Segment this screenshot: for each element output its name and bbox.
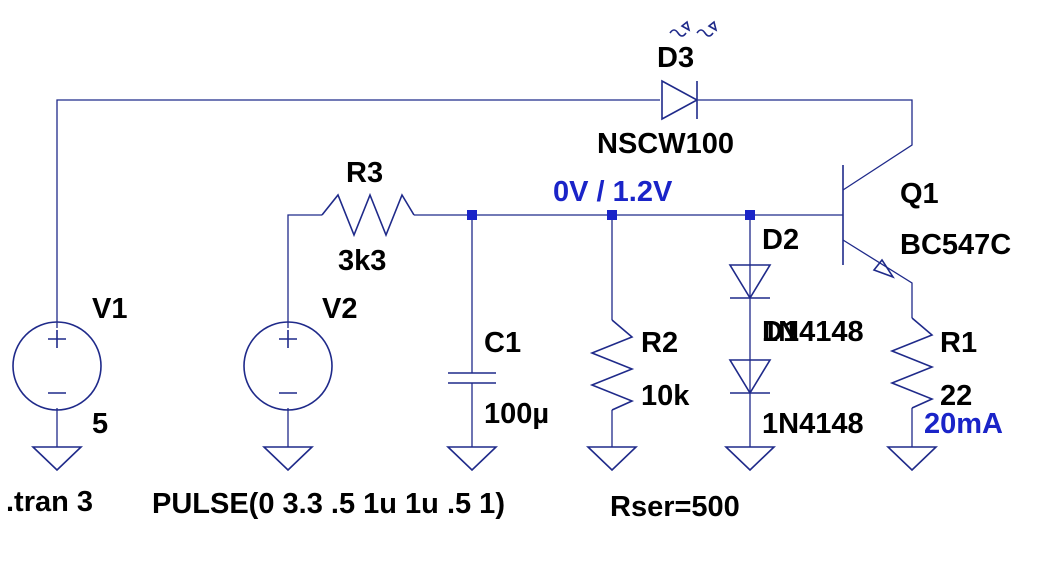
collector-current-label: 20mA <box>924 408 1003 440</box>
d1-value-label: 1N4148 <box>762 408 864 440</box>
source-symbol-icon <box>243 321 333 411</box>
d3-value-label: NSCW100 <box>597 128 734 160</box>
resistor-r2[interactable] <box>589 319 635 411</box>
r1-value-label: 22 <box>940 380 972 412</box>
d1-ref-label: D1 <box>762 316 799 348</box>
wire-v2-to-r3 <box>287 214 322 328</box>
v1-value-label: 5 <box>92 408 108 440</box>
wires <box>56 99 913 447</box>
light-emission-icon <box>669 20 691 37</box>
junction-dot <box>467 210 477 220</box>
voltage-source-v2[interactable] <box>243 321 333 411</box>
ground-icon <box>886 446 938 472</box>
simulation-annotations: 0V / 1.2V 20mA <box>553 176 1003 440</box>
resistor-r1[interactable] <box>889 317 935 409</box>
d3-ref-label: D3 <box>657 42 694 74</box>
v1-ref-label: V1 <box>92 293 127 325</box>
base-node-voltage-label: 0V / 1.2V <box>553 176 673 208</box>
source-symbol-icon <box>12 321 102 411</box>
ground-icon <box>586 446 638 472</box>
component-labels: V1 5 V2 PULSE(0 3.3 .5 1u 1u .5 1) R3 3k… <box>6 42 1011 523</box>
resistor-r3[interactable] <box>321 192 415 238</box>
led-symbol-icon <box>661 79 699 121</box>
junction-dot <box>607 210 617 220</box>
junction-dots <box>467 210 755 220</box>
diode-d2[interactable] <box>728 264 772 300</box>
ground-icon <box>262 446 314 472</box>
voltage-source-v1[interactable] <box>12 321 102 411</box>
wire-emitter-to-r1 <box>842 239 913 318</box>
ground-symbols <box>31 446 938 472</box>
v2-ref-label: V2 <box>322 293 357 325</box>
ground-icon <box>31 446 83 472</box>
r2-value-label: 10k <box>641 380 690 412</box>
r2-ref-label: R2 <box>641 327 678 359</box>
v2-value-label: PULSE(0 3.3 .5 1u 1u .5 1) <box>152 488 505 520</box>
resistor-symbol-icon <box>589 319 635 411</box>
transistor-q1[interactable] <box>842 165 895 279</box>
resistor-symbol-icon <box>321 192 415 238</box>
light-emission-icon <box>696 20 718 37</box>
d2-value-label: 1N4148 <box>762 316 864 348</box>
wire-v1-to-d3 <box>56 99 660 328</box>
resistor-symbol-icon <box>889 317 935 409</box>
diode-symbol-icon <box>728 359 772 395</box>
r1-ref-label: R1 <box>940 327 977 359</box>
d2-ref-label: D2 <box>762 224 799 256</box>
capacitor-c1[interactable] <box>448 372 496 384</box>
c1-value-label: 100µ <box>484 398 549 430</box>
wire-d3-to-collector <box>698 99 913 191</box>
ground-icon <box>446 446 498 472</box>
led-d3[interactable] <box>661 20 718 121</box>
tran-directive: .tran 3 <box>6 486 93 518</box>
diode-symbol-icon <box>728 264 772 300</box>
ground-icon <box>724 446 776 472</box>
r3-ref-label: R3 <box>346 157 383 189</box>
junction-dot <box>745 210 755 220</box>
diode-d1[interactable] <box>728 359 772 395</box>
r3-value-label: 3k3 <box>338 245 386 277</box>
c1-rser-label: Rser=500 <box>610 491 740 523</box>
q1-ref-label: Q1 <box>900 178 939 210</box>
c1-ref-label: C1 <box>484 327 521 359</box>
q1-value-label: BC547C <box>900 229 1011 261</box>
emitter-arrow-icon <box>872 258 895 279</box>
